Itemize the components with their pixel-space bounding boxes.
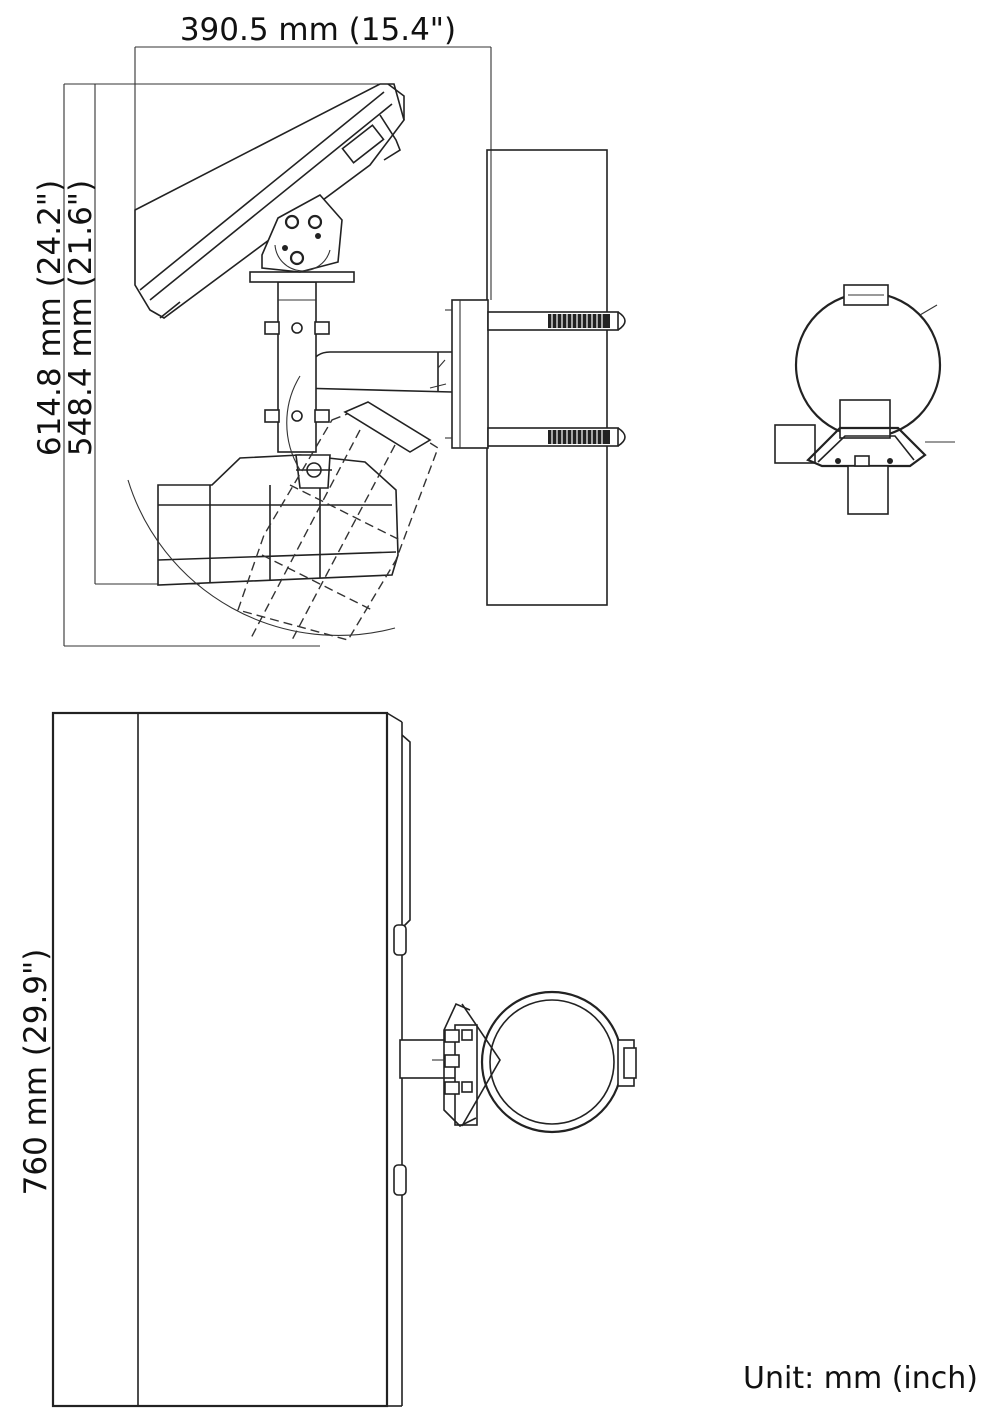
inner-height-label: 548.4 mm (21.6")	[63, 180, 99, 456]
overall-height-label: 614.8 mm (24.2")	[32, 180, 68, 456]
mount-arm	[297, 351, 453, 393]
hose-clamp-lower	[487, 427, 626, 447]
camera-housing-rotated-dashed	[237, 401, 439, 641]
width-dimension-label: 390.5 mm (15.4")	[180, 12, 456, 48]
cabinet-front-view	[51, 711, 411, 1408]
side-height-label: 760 mm (29.9")	[18, 949, 54, 1196]
unit-note: Unit: mm (inch)	[743, 1361, 978, 1396]
pole-front	[486, 149, 608, 606]
swing-radius-arc	[127, 375, 396, 636]
wall-bracket-plate	[445, 299, 489, 449]
vertical-post	[264, 281, 330, 453]
mount-base-plate	[249, 271, 355, 283]
pole-top-view	[774, 284, 955, 515]
camera-housing-solid	[157, 454, 399, 586]
height-dimension-lines	[63, 83, 380, 647]
tilt-bracket	[261, 193, 343, 273]
hose-clamp-upper	[487, 311, 626, 331]
tilted-monitor-housing	[134, 83, 405, 319]
pole-bracket-side-view	[399, 990, 637, 1134]
